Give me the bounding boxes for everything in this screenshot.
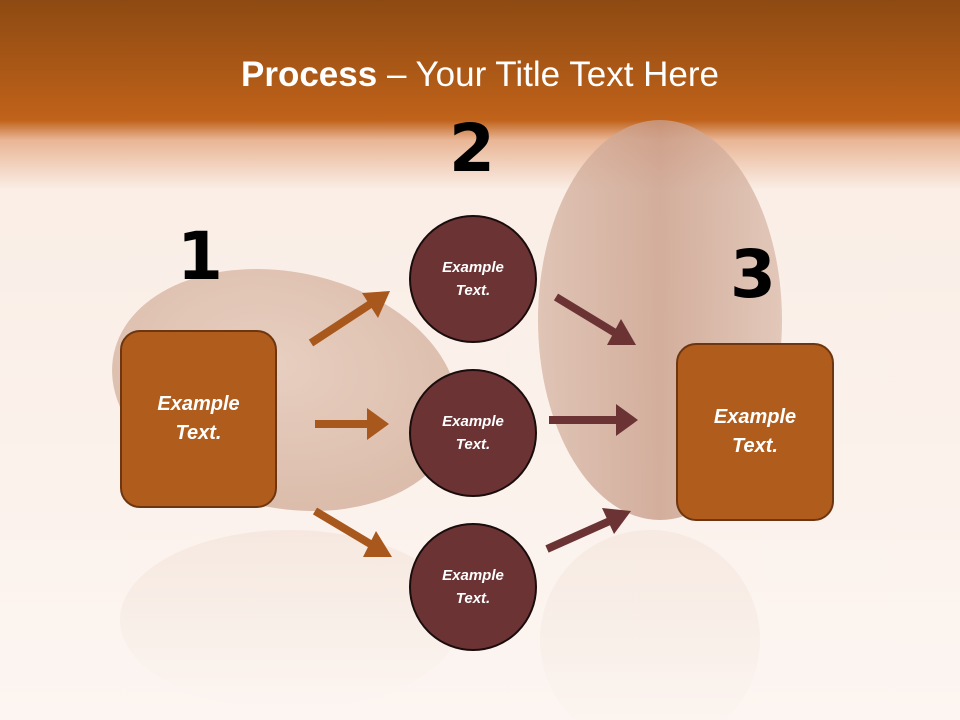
step-number-3: 3	[730, 236, 776, 313]
title-rest: – Your Title Text Here	[377, 55, 719, 94]
circle-middle-line1: Example	[442, 413, 504, 430]
arrow-right-bottom	[545, 508, 631, 553]
step-2-circle-top: Example Text.	[409, 215, 537, 343]
step-1-box: Example Text.	[120, 330, 277, 508]
arrow-left-top	[308, 291, 390, 347]
step-1-text-line2: Text.	[175, 422, 222, 444]
circle-middle-line2: Text.	[455, 436, 491, 453]
title-bold: Process	[241, 55, 378, 94]
circle-bottom-line1: Example	[442, 567, 504, 584]
arrow-left-middle	[315, 408, 389, 440]
circle-top-line2: Text.	[455, 282, 491, 299]
step-2-circle-middle: Example Text.	[409, 369, 537, 497]
step-3-box: Example Text.	[676, 343, 834, 521]
arrow-right-top	[553, 293, 636, 345]
step-number-2: 2	[449, 110, 495, 187]
circle-bottom-line2: Text.	[455, 590, 491, 607]
circle-top-line1: Example	[442, 259, 504, 276]
step-1-text-line1: Example	[157, 393, 240, 415]
arrow-right-middle	[549, 404, 638, 436]
slide-title: Process – Your Title Text Here	[0, 52, 960, 98]
step-2-circle-bottom: Example Text.	[409, 523, 537, 651]
step-number-1: 1	[177, 218, 223, 295]
arrow-left-bottom	[312, 507, 392, 557]
step-3-text-line2: Text.	[732, 435, 778, 457]
step-3-text-line1: Example	[713, 406, 797, 428]
